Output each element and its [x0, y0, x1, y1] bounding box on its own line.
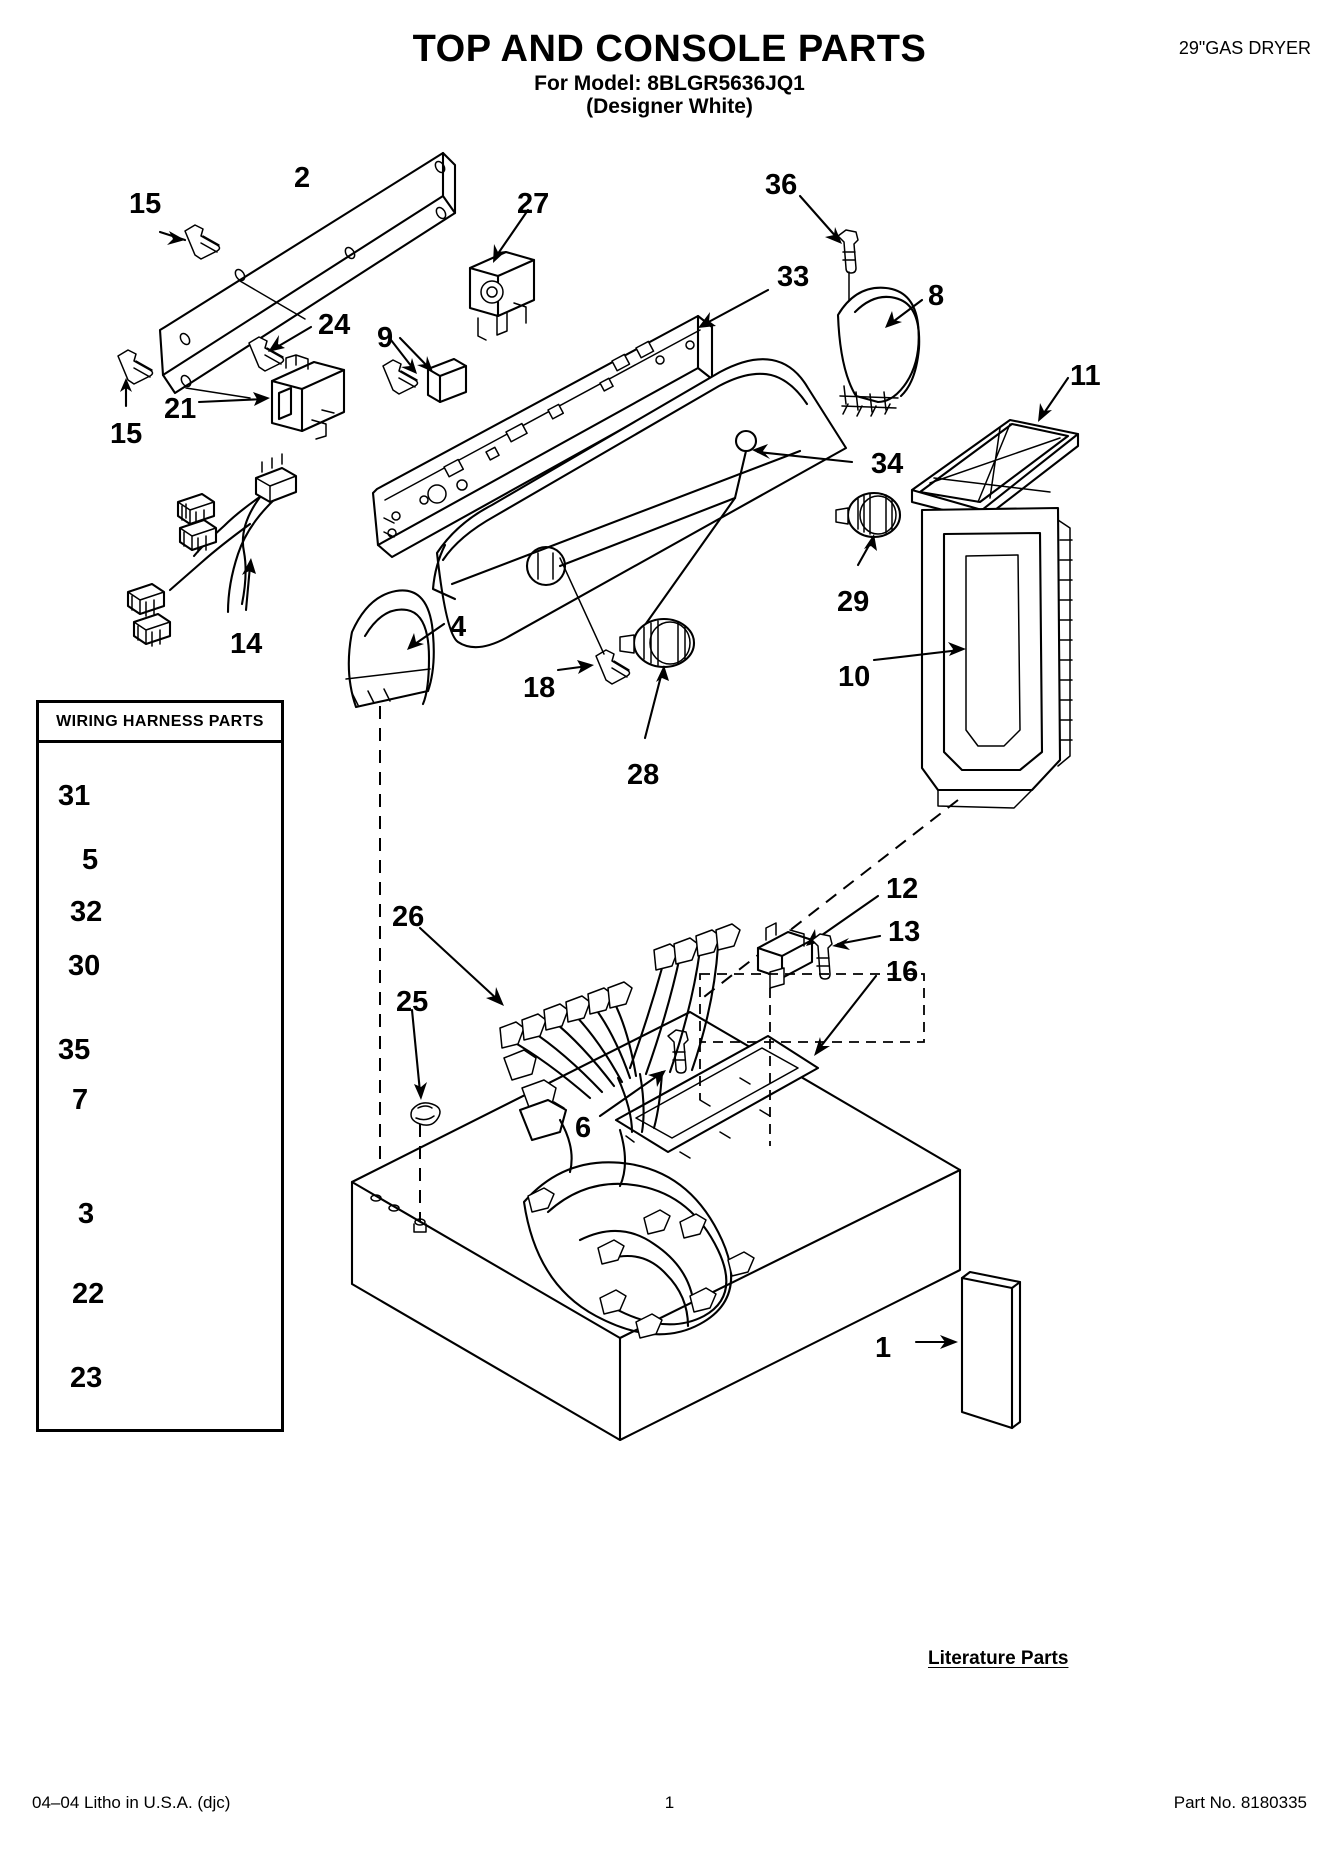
- part-rear-console-panel: [158, 151, 457, 399]
- part-left-endcap: [345, 589, 435, 709]
- callout-screw-9: 9: [377, 322, 394, 354]
- part-endcap-screw: [837, 229, 859, 274]
- callout-ground-screw: 6: [575, 1112, 592, 1144]
- callout-screw-18: 18: [523, 672, 556, 704]
- wiring-harness-parts-box: WIRING HARNESS PARTS: [36, 700, 284, 1432]
- leader-28: [643, 670, 664, 740]
- callout-console-bracket: 33: [777, 261, 810, 293]
- part-switch-screw: [248, 336, 285, 372]
- part-screw-18: [595, 649, 631, 685]
- part-right-endcap: [836, 286, 921, 417]
- harness-terminal-e: [132, 612, 172, 647]
- harness-terminal-b: [176, 492, 216, 527]
- callout-selector-knob: 28: [627, 759, 660, 791]
- leader-34: [756, 450, 854, 464]
- leader-27: [493, 208, 530, 260]
- leader-11: [1040, 376, 1070, 418]
- part-timer-switch: [270, 354, 346, 440]
- callout-35: 35: [58, 1034, 91, 1066]
- callout-harness-clip: 25: [396, 986, 429, 1018]
- leader-21: [197, 397, 267, 404]
- part-console-screw-lower: [117, 349, 154, 385]
- part-console-bracket: [371, 314, 714, 559]
- leader-10: [872, 648, 962, 662]
- callout-left-endcap: 4: [450, 611, 467, 643]
- assembly-line-10: [699, 799, 959, 1001]
- callout-timer-knob: 29: [837, 586, 870, 618]
- callout-wire-harness-assembly: 14: [230, 628, 263, 660]
- part-literature-packet: [960, 1270, 1022, 1430]
- part-bracket-9: [426, 357, 468, 404]
- wiring-harness-box-title: WIRING HARNESS PARTS: [39, 703, 281, 743]
- callout-right-endcap: 8: [928, 280, 945, 312]
- harness-terminal-c: [178, 518, 218, 553]
- part-timer-knob: [835, 491, 902, 539]
- part-lint-screen-cover: [910, 418, 1080, 522]
- part-door-switch: [756, 922, 814, 989]
- literature-parts-label: Literature Parts: [928, 1648, 1069, 1669]
- part-main-wire-harness: [499, 923, 755, 1339]
- callout-literature-packet: 1: [875, 1332, 892, 1364]
- leader-33: [701, 288, 770, 327]
- leader-25: [410, 1008, 422, 1094]
- callout-push-to-start-switch: 27: [517, 188, 550, 220]
- leader-26: [418, 926, 500, 1002]
- callout-5: 5: [82, 844, 99, 876]
- part-ground-screw: [667, 1029, 689, 1074]
- callout-top-panel: 16: [886, 956, 919, 988]
- callout-3: 3: [78, 1198, 95, 1230]
- footer-part-no: Part No. 8180335: [1173, 1793, 1307, 1812]
- callout-rear-console-panel: 2: [294, 162, 311, 194]
- part-console-top-panel: [431, 358, 848, 649]
- part-wire-harness-assembly: [126, 453, 298, 647]
- callout-console-screw-upper: 15: [129, 188, 162, 220]
- page-title: TOP AND CONSOLE PARTS: [412, 28, 927, 70]
- part-harness-clip: [410, 1102, 441, 1126]
- leader-14: [244, 564, 252, 612]
- model-subtitle: For Model: 8BLGR5636JQ1: [534, 72, 805, 95]
- assembly-box-12: [699, 973, 925, 1043]
- callout-23: 23: [70, 1362, 103, 1394]
- callout-lint-screen: 10: [838, 661, 871, 693]
- footer-litho: 04–04 Litho in U.S.A. (djc): [32, 1793, 231, 1812]
- callout-console-top-panel: 34: [871, 448, 904, 480]
- callout-31: 31: [58, 780, 91, 812]
- leader-4: [410, 622, 446, 648]
- harness-terminal-a: [254, 453, 298, 504]
- callout-timer-switch: 21: [164, 393, 197, 425]
- callout-door-switch: 12: [886, 873, 919, 905]
- leader-16: [816, 974, 878, 1052]
- callout-32: 32: [70, 896, 103, 928]
- harness-terminal-d: [126, 582, 166, 617]
- callout-22: 22: [72, 1278, 105, 1310]
- callout-console-screw-lower: 15: [110, 418, 143, 450]
- leader-36: [798, 194, 840, 241]
- color-subtitle: (Designer White): [586, 95, 753, 118]
- callout-lint-screen-cover: 11: [1070, 360, 1101, 392]
- leader-6: [598, 1072, 662, 1118]
- part-push-to-start-switch: [468, 250, 536, 341]
- callout-30: 30: [68, 950, 101, 982]
- callout-main-wire-harness: 26: [392, 901, 425, 933]
- part-screw-9: [382, 359, 419, 395]
- part-selector-knob: [619, 617, 696, 669]
- appliance-type: 29"GAS DRYER: [1178, 38, 1311, 58]
- part-door-switch-screw: [811, 933, 833, 980]
- leader-9b: [398, 336, 432, 371]
- callout-switch-screw: 24: [318, 309, 351, 341]
- callout-endcap-screw: 36: [765, 169, 798, 201]
- part-lint-screen: [920, 506, 1073, 809]
- footer-page-num: 1: [664, 1793, 675, 1812]
- leader-8: [888, 298, 924, 326]
- part-console-screw-upper: [184, 224, 221, 260]
- callout-7: 7: [72, 1084, 89, 1116]
- callout-door-switch-screw: 13: [888, 916, 921, 948]
